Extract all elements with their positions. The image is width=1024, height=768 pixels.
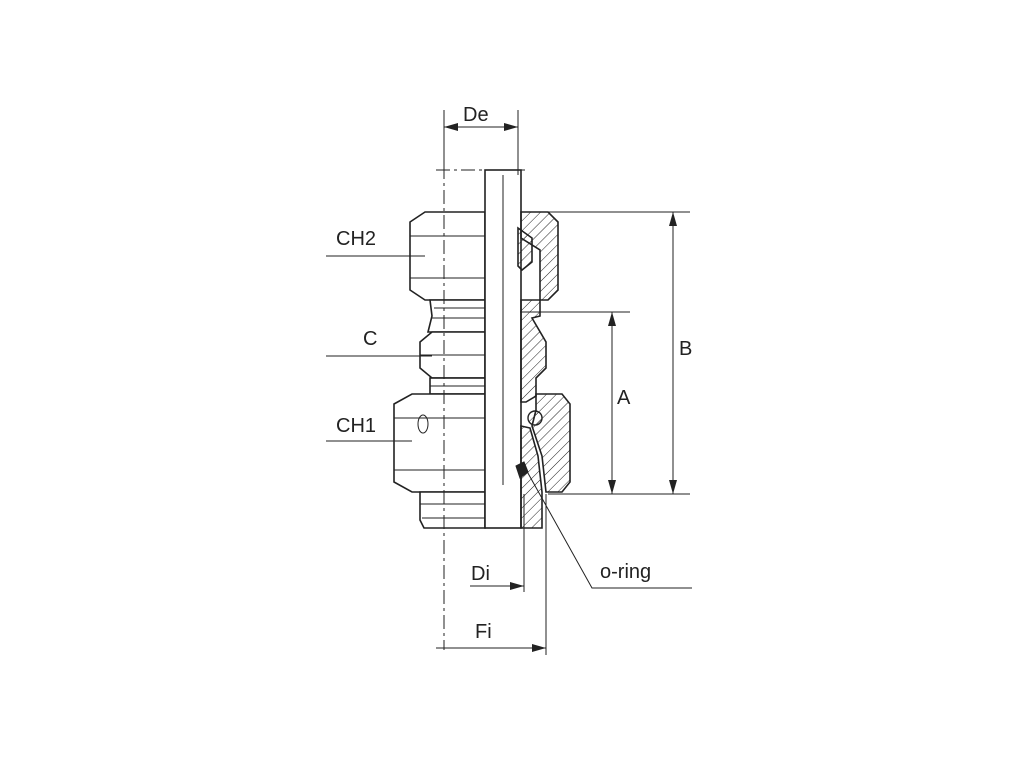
ch1-label: CH1 [336, 415, 376, 437]
upper-neck [426, 299, 486, 333]
o-ring-upper-circle [527, 410, 543, 426]
section-view [515, 211, 571, 529]
o-ring-seal [515, 461, 529, 479]
di-fi-dimensions [436, 494, 547, 655]
de-dimension [443, 110, 519, 175]
lower-inner-section [520, 425, 543, 529]
fi-label: Fi [475, 621, 492, 643]
o-ring-leader [523, 465, 692, 589]
a-label: A [617, 387, 631, 409]
de-label: De [463, 104, 489, 126]
a-b-dimensions [520, 211, 690, 495]
cutting-ring [517, 226, 533, 272]
tube [484, 169, 522, 529]
c-label: C [363, 328, 377, 350]
b-label: B [679, 338, 692, 360]
di-label: Di [471, 563, 490, 585]
external-view [393, 211, 486, 529]
ch2-label: CH2 [336, 228, 376, 250]
body-section [520, 299, 547, 403]
ch1-nut [393, 393, 486, 493]
o-ring-label: o-ring [600, 561, 651, 583]
bottom-spigot [419, 491, 486, 529]
